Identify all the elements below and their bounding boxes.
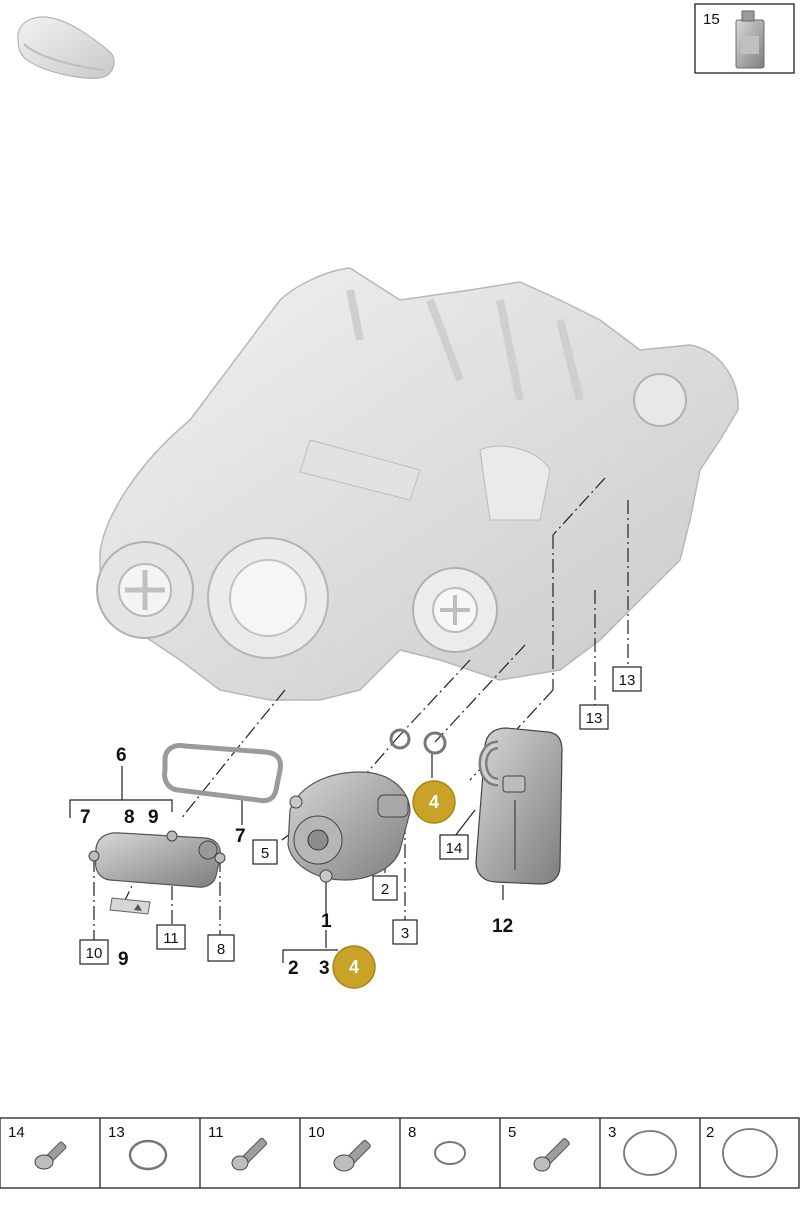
svg-text:5: 5 (261, 845, 269, 862)
callout-4-upper-text: 4 (429, 792, 439, 812)
item-1-label: 1 (321, 911, 332, 932)
svg-text:10: 10 (86, 945, 103, 962)
bolt-icon (34, 1141, 67, 1170)
warning-label-part[interactable] (109, 897, 151, 915)
label-box-2[interactable]: 2 (372, 875, 398, 901)
svg-text:5: 5 (508, 1124, 516, 1141)
svg-text:14: 14 (446, 840, 463, 857)
svg-text:3: 3 (608, 1124, 616, 1141)
callout-4-lower[interactable]: 4 (332, 945, 376, 989)
label-box-3[interactable]: 3 (392, 919, 418, 945)
label-box-13-lower[interactable]: 13 (579, 704, 609, 730)
seal-ring-part[interactable] (389, 728, 447, 755)
strip-cell-2[interactable]: 2 (706, 1124, 778, 1178)
group-6-item-8: 8 (124, 807, 135, 828)
svg-text:8: 8 (408, 1124, 416, 1141)
label-box-5[interactable]: 5 (252, 839, 278, 865)
svg-text:13: 13 (619, 672, 636, 689)
callout-4-upper[interactable]: 4 (412, 780, 456, 824)
svg-text:3: 3 (401, 925, 409, 942)
strip-cell-14[interactable]: 14 (8, 1124, 67, 1170)
svg-text:10: 10 (308, 1124, 325, 1141)
label-box-13-upper[interactable]: 13 (612, 666, 642, 692)
group-6-item-9: 9 (148, 807, 159, 828)
label-box-10[interactable]: 10 (79, 939, 109, 965)
parts-strip: 14 13 11 10 8 (0, 1117, 800, 1189)
item-7-label: 7 (235, 826, 246, 847)
item-15-box[interactable]: 15 (694, 3, 795, 74)
oil-cooler-part[interactable] (475, 727, 563, 885)
group-1-item-3: 3 (319, 958, 330, 979)
svg-text:13: 13 (586, 710, 603, 727)
svg-text:2: 2 (706, 1124, 714, 1141)
strip-cell-8[interactable]: 8 (408, 1124, 466, 1165)
label-box-8[interactable]: 8 (207, 934, 235, 962)
oil-bottle-icon (735, 10, 765, 69)
o-ring-icon (434, 1141, 466, 1165)
bolt-icon (533, 1138, 570, 1172)
group-6-label: 6 (116, 745, 127, 766)
bolt-icon (231, 1137, 268, 1171)
item-15-label: 15 (703, 11, 720, 28)
svg-text:8: 8 (217, 941, 225, 958)
strip-cell-5[interactable]: 5 (508, 1124, 570, 1172)
item-12-label: 12 (492, 916, 513, 937)
svg-text:11: 11 (208, 1124, 224, 1141)
strip-cell-13[interactable]: 13 (108, 1124, 168, 1171)
svg-text:14: 14 (8, 1124, 25, 1141)
label-box-14[interactable]: 14 (439, 834, 469, 860)
strip-cell-3[interactable]: 3 (608, 1124, 677, 1176)
strip-cell-11[interactable]: 11 (208, 1124, 268, 1171)
svg-text:13: 13 (108, 1124, 125, 1141)
svg-text:2: 2 (381, 881, 389, 898)
bolt-icon (333, 1139, 371, 1172)
transmission-housing[interactable] (96, 267, 739, 701)
strip-cell-10[interactable]: 10 (308, 1124, 371, 1172)
filter-cover-part[interactable] (88, 830, 226, 888)
o-ring-icon (128, 1139, 168, 1171)
label-box-11[interactable]: 11 (156, 924, 186, 950)
svg-text:11: 11 (163, 930, 179, 947)
group-1-item-2: 2 (288, 958, 299, 979)
group-6-item-7: 7 (80, 807, 91, 828)
callout-4-lower-text: 4 (349, 957, 359, 977)
car-silhouette-icon (17, 16, 115, 79)
o-ring-icon (623, 1130, 677, 1176)
gasket-part[interactable] (162, 743, 283, 804)
o-ring-icon (722, 1128, 778, 1178)
item-9-label: 9 (118, 949, 129, 970)
oil-pump-part[interactable] (287, 771, 411, 883)
